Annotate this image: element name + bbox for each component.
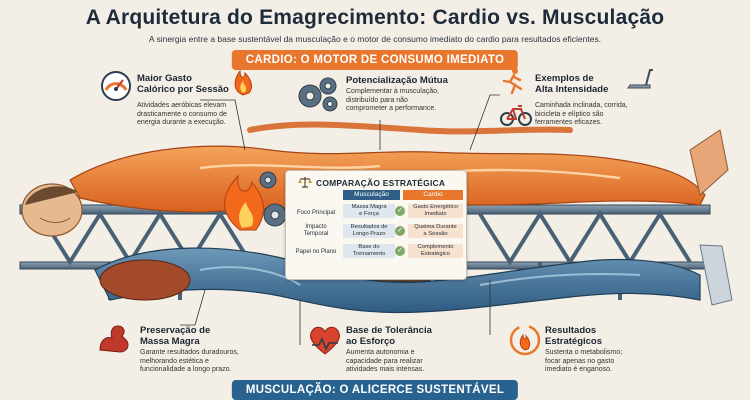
callout-potencializacao: Potencialização Mútua Complementar à mus… bbox=[346, 75, 476, 114]
callout-tolerancia-line-1: Aumenta autonomia e bbox=[346, 349, 415, 356]
row-label-papel: Papel no Plano bbox=[295, 249, 337, 255]
cell-text: Massa Magra bbox=[351, 204, 387, 210]
callout-preservacao-line-3: funcionalidade a longo prazo. bbox=[140, 366, 232, 374]
check-icon: ✓ bbox=[395, 226, 405, 236]
heart-pulse-icon bbox=[310, 326, 340, 355]
callout-exemplos-title-1: Exemplos de bbox=[535, 73, 594, 84]
row-foco-cardio: Gasto Energético Imediato bbox=[408, 204, 463, 218]
callout-exemplos-line-3: ferramentes eficazes. bbox=[535, 119, 602, 127]
callout-tolerancia-line-2: capacidade para realizar bbox=[346, 357, 423, 365]
gears-icon bbox=[298, 77, 338, 112]
connector-lines bbox=[180, 94, 500, 345]
cell-text: Gasto Energético bbox=[413, 204, 458, 210]
cell-text: Imediato bbox=[424, 211, 447, 217]
callout-preservacao-title-1: Preservação de bbox=[140, 325, 211, 336]
callout-gasto-calorico: Maior Gasto Calórico por Sessão bbox=[137, 73, 237, 95]
page-subtitle: A sinergia entre a base sustentável da m… bbox=[148, 34, 602, 44]
cell-text: a Sessão bbox=[423, 231, 448, 237]
row-impacto-cardio: Queima Durante a Sessão bbox=[408, 224, 463, 238]
callout-potencializacao-line-1: Complementar à musculação, bbox=[346, 88, 439, 95]
callout-resultados-title-2: Estratégicos bbox=[545, 336, 603, 347]
callout-exemplos-title-2: Alta Intensidade bbox=[535, 84, 609, 95]
comparison-table: COMPARAÇÃO ESTRATÉGICA Musculação Cardio… bbox=[285, 170, 467, 280]
head bbox=[21, 183, 83, 237]
callout-tolerancia-title-1: Base de Tolerância bbox=[346, 325, 432, 336]
callout-preservacao: Preservação de Massa Magra Garante resul… bbox=[140, 325, 270, 375]
callout-resultados-title-1: Resultados bbox=[545, 325, 597, 336]
callout-tolerancia-title-2: ao Esforço bbox=[346, 336, 396, 347]
cell-text: e Força bbox=[359, 211, 379, 217]
callout-tolerancia-line-3: atividades mais intensas. bbox=[346, 366, 425, 374]
cell-text: Estratégico bbox=[421, 251, 450, 257]
callout-potencializacao-line-3: comprometer a performance. bbox=[346, 105, 437, 113]
callout-gasto-line-2: drasticamente o consumo de bbox=[137, 110, 227, 118]
callout-preservacao-line-2: melhorando estética e bbox=[140, 357, 209, 365]
cell-text: Resultados de bbox=[350, 224, 388, 230]
callout-potencializacao-title: Potencialização Mútua bbox=[346, 75, 448, 86]
flame-icon bbox=[234, 69, 253, 96]
musculacao-banner: MUSCULAÇÃO: O ALICERCE SUSTENTÁVEL bbox=[231, 380, 519, 400]
gears-icon-central bbox=[259, 171, 287, 227]
row-label-impacto: Impacto Temporal bbox=[290, 224, 342, 238]
cell-text: Base do bbox=[358, 244, 380, 250]
callout-potencializacao-line-2: distribuído para não bbox=[346, 96, 408, 104]
callout-exemplos: Exemplos de Alta Intensidade bbox=[535, 73, 625, 95]
callout-exemplos-line-1: Caminhada inclinada, corrida, bbox=[535, 102, 628, 109]
comparison-header-cardio: Cardio bbox=[403, 190, 463, 200]
flexed-arm-icon bbox=[99, 325, 129, 353]
callout-exemplos-line-2: bicicleta e elíptico são bbox=[535, 110, 604, 118]
callout-gasto-line-3: energia durante a execução. bbox=[137, 119, 226, 127]
callout-resultados-line-3: imediato é enganoso. bbox=[545, 366, 612, 374]
check-icon: ✓ bbox=[395, 246, 405, 256]
check-icon: ✓ bbox=[395, 206, 405, 216]
bicycle-icon bbox=[500, 105, 532, 126]
row-foco-musculacao: Massa Magra e Força bbox=[343, 204, 395, 218]
callout-resultados-line-1: Sustenta o metabolismo; bbox=[545, 349, 623, 356]
cell-text: Queima Durante bbox=[414, 224, 457, 230]
treadmill-icon bbox=[627, 69, 653, 89]
callout-resultados: Resultados Estratégicos Sustenta o metab… bbox=[545, 325, 665, 375]
row-label-impacto-1: Impacto bbox=[305, 224, 327, 230]
callout-gasto-title-1: Maior Gasto bbox=[137, 73, 192, 84]
row-papel-cardio: Complemento Estratégico bbox=[408, 244, 463, 258]
metabolism-flame-icon bbox=[509, 324, 541, 356]
runner-icon bbox=[502, 68, 523, 95]
row-label-impacto-2: Temporal bbox=[303, 231, 329, 237]
callout-resultados-line-2: focar apenas no gasto bbox=[545, 357, 615, 365]
cardio-banner: CARDIO: O MOTOR DE CONSUMO IMEDIATO bbox=[231, 50, 519, 70]
page-title: A Arquitetura do Emagrecimento: Cardio v… bbox=[85, 6, 665, 29]
gauge-icon bbox=[101, 71, 131, 101]
cell-text: Complemento bbox=[417, 244, 454, 250]
row-label-foco: Foco Principal bbox=[296, 210, 335, 216]
comparison-title: COMPARAÇÃO ESTRATÉGICA bbox=[316, 178, 446, 188]
row-papel-musculacao: Base do Treinamento bbox=[343, 244, 395, 258]
callout-preservacao-title-2: Massa Magra bbox=[140, 336, 200, 347]
callout-preservacao-line-1: Garante resultados duradouros, bbox=[140, 349, 239, 356]
cell-text: Longo Prazo bbox=[352, 231, 386, 237]
callout-gasto-desc: Atividades aeróbicas elevam drasticament… bbox=[137, 100, 257, 128]
callout-gasto-line-1: Atividades aeróbicas elevam bbox=[137, 102, 227, 109]
callout-gasto-title-2: Calórico por Sessão bbox=[137, 84, 229, 95]
comparison-header-musculacao: Musculação bbox=[343, 190, 400, 200]
callout-tolerancia: Base de Tolerância ao Esforço Aumenta au… bbox=[346, 325, 486, 375]
cell-text: Treinamento bbox=[352, 251, 386, 257]
callout-exemplos-desc: Caminhada inclinada, corrida, bicicleta … bbox=[535, 100, 665, 128]
balance-scale-icon bbox=[298, 177, 312, 188]
flame-icon-central bbox=[224, 174, 265, 231]
row-impacto-musculacao: Resultados de Longo Prazo bbox=[343, 224, 395, 238]
